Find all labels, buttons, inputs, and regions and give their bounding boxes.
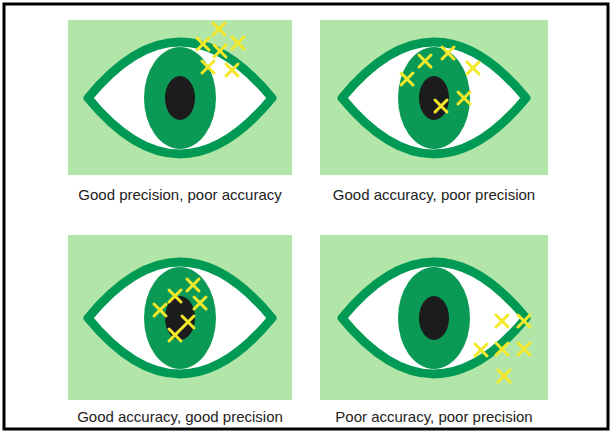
panel-node: Poor accuracy, poor precision xyxy=(320,235,548,430)
panel-node: Good accuracy, good precision xyxy=(68,235,292,430)
eye xyxy=(342,262,526,374)
marks xyxy=(154,279,206,341)
frame xyxy=(4,4,608,429)
panel xyxy=(68,20,292,175)
panel-node: Good precision, poor accuracy xyxy=(68,20,292,208)
caption: Good accuracy, good precision xyxy=(68,408,292,426)
marks xyxy=(475,315,530,382)
eye xyxy=(342,42,526,154)
caption: Good accuracy, poor precision xyxy=(320,186,548,204)
panel-node: Good accuracy, poor precision xyxy=(320,20,548,208)
caption: Poor accuracy, poor precision xyxy=(320,408,548,426)
eye xyxy=(88,262,272,374)
panel xyxy=(320,20,548,175)
panel xyxy=(68,235,292,400)
caption: Good precision, poor accuracy xyxy=(68,186,292,204)
marks xyxy=(197,23,244,76)
panel xyxy=(320,235,548,400)
eye xyxy=(88,42,272,154)
marks xyxy=(401,47,479,112)
